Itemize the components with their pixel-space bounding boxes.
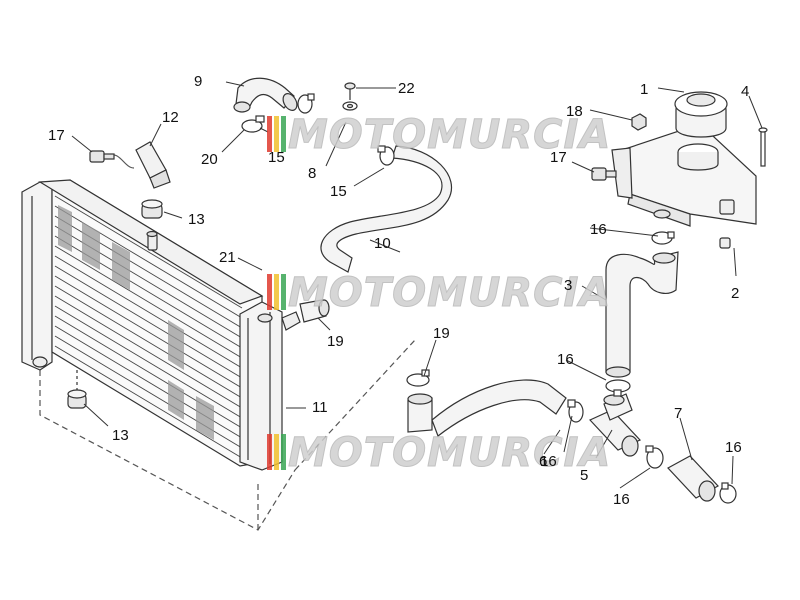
watermark-text: MOTOMURCIA	[288, 430, 611, 476]
callout-label: 15	[268, 149, 285, 166]
watermark: MOTOMURCIA	[267, 430, 611, 477]
watermark: MOTOMURCIA	[267, 112, 611, 159]
expansion-hose	[605, 251, 679, 378]
lower-hose	[407, 379, 567, 437]
radiator-left-foot	[32, 356, 48, 368]
callout-label: 22	[398, 80, 415, 97]
expansion-tank	[611, 123, 757, 249]
small-hose	[299, 299, 330, 323]
callout-label: 2	[731, 285, 739, 302]
hose-clamp	[377, 145, 395, 166]
callout-label: 19	[327, 333, 344, 350]
bracket	[107, 141, 171, 189]
hose-clamp	[297, 93, 315, 114]
callout-label: 16	[725, 439, 742, 456]
radiator-left-tank	[21, 181, 53, 371]
callout-label: 17	[550, 149, 567, 166]
callout-label: 15	[330, 183, 347, 200]
callout-label: 13	[188, 211, 205, 228]
t-joint	[588, 393, 642, 457]
tank-bolt	[591, 167, 617, 181]
hose-clamp	[719, 482, 737, 504]
callout-label: 11	[312, 399, 328, 416]
callout-label: 21	[219, 249, 236, 266]
callout-label: 12	[162, 109, 179, 126]
callout-label: 16	[613, 491, 630, 508]
upper-hose-elbow	[233, 77, 298, 113]
pin	[758, 127, 768, 167]
callout-label: 1	[640, 81, 648, 98]
radiator-cap	[257, 313, 273, 323]
tank-cap	[674, 91, 728, 138]
watermark: MOTOMURCIA	[267, 270, 611, 317]
radiator-dashed-outline	[39, 339, 416, 531]
hose-clamp	[605, 379, 631, 397]
washer	[342, 101, 358, 111]
callout-label: 4	[741, 83, 749, 100]
long-hose	[320, 145, 453, 273]
callout-label: 20	[201, 151, 218, 168]
callout-label: 3	[564, 277, 572, 294]
hose-clamp	[645, 445, 664, 469]
rubber-mount-top	[141, 199, 163, 219]
callout-label: 16	[540, 453, 557, 470]
radiator-outlet	[281, 311, 301, 331]
watermark-text: MOTOMURCIA	[288, 270, 611, 316]
leader-lines	[71, 81, 763, 489]
rubber-mount-bottom	[67, 370, 87, 409]
callout-label: 7	[674, 405, 682, 422]
callout-labels: 1 2 3 4 5 6 7 8 9 10 11 12 13 13 15 15 1…	[48, 73, 749, 508]
radiator-mesh-shading	[58, 205, 214, 440]
short-hose	[667, 455, 719, 502]
callout-label: 16	[590, 221, 607, 238]
bolt	[89, 150, 115, 163]
nut	[631, 113, 647, 131]
callout-label: 19	[433, 325, 450, 342]
callout-label: 6	[539, 453, 547, 470]
callout-label: 5	[580, 467, 588, 484]
screw	[344, 82, 356, 100]
watermark-text: MOTOMURCIA	[288, 112, 611, 158]
callout-label: 8	[308, 165, 316, 182]
callout-label: 16	[557, 351, 574, 368]
tank-filler-neck	[677, 143, 719, 171]
callout-label: 13	[112, 427, 129, 444]
hose-clamp	[651, 231, 675, 245]
callout-label: 18	[566, 103, 583, 120]
hose-clamp	[567, 399, 584, 423]
hose-clamp	[241, 115, 265, 133]
callout-label: 10	[374, 235, 391, 252]
callout-label: 17	[48, 127, 65, 144]
radiator	[21, 179, 416, 531]
callout-label: 9	[194, 73, 202, 90]
